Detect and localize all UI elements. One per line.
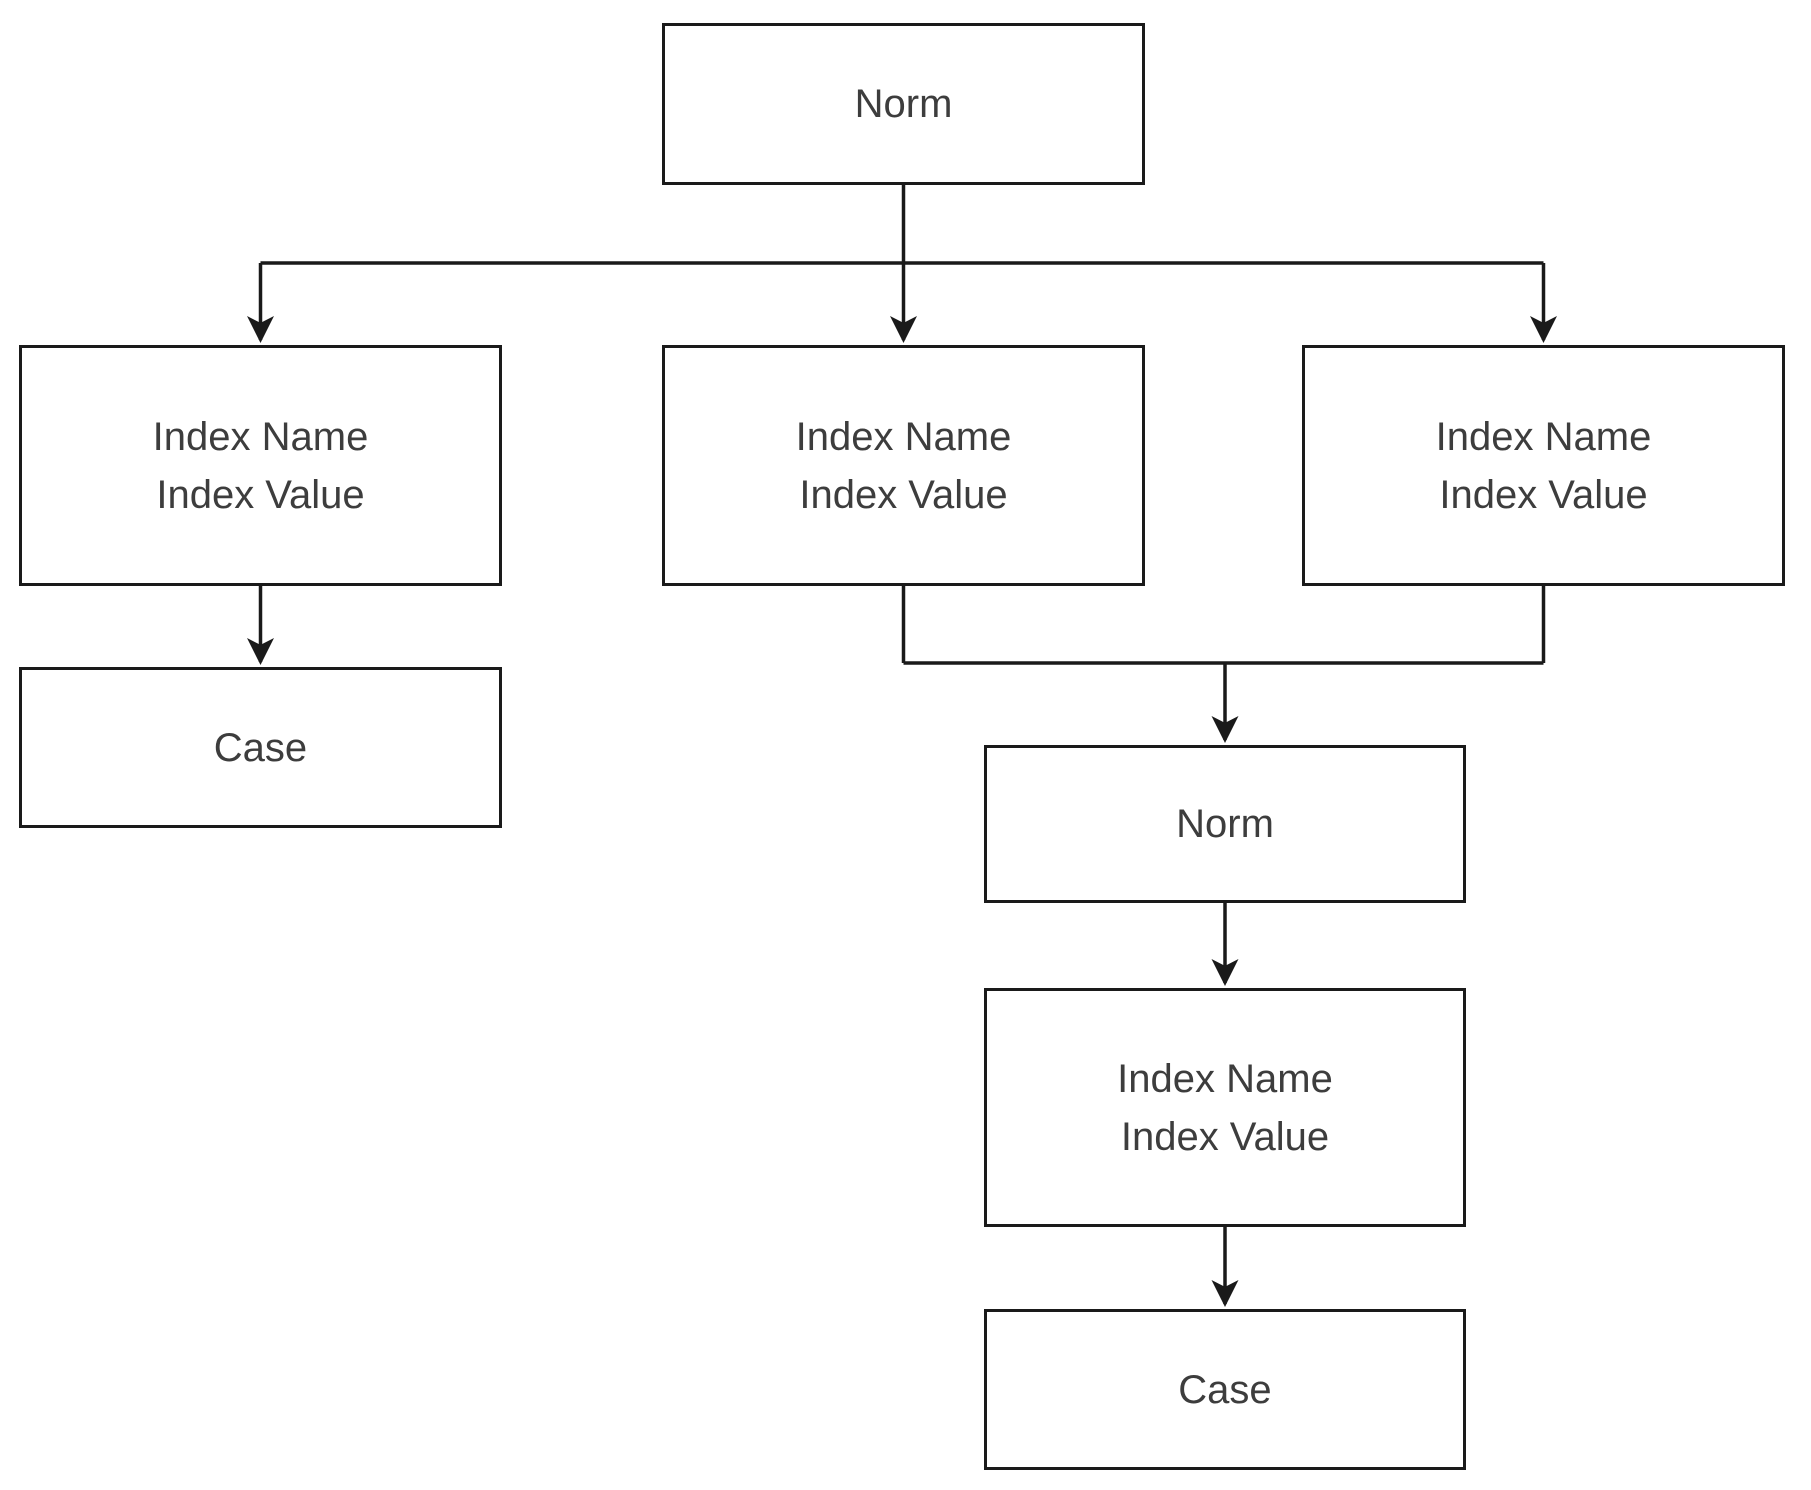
node-label-line2: Index Value xyxy=(1439,472,1648,517)
node-label: Case xyxy=(1178,1367,1272,1412)
node-label: Norm xyxy=(1176,802,1274,846)
node-norm-top: Norm xyxy=(662,23,1145,185)
node-index-left: Index Name Index Value xyxy=(19,345,502,586)
node-norm-lower: Norm xyxy=(984,745,1466,903)
node-case-left: Case xyxy=(19,667,502,828)
node-index-right: Index Name Index Value xyxy=(1302,345,1785,586)
node-label-line2: Index Value xyxy=(799,472,1008,517)
node-label: Norm xyxy=(854,82,953,126)
node-index-bottom: Index Name Index Value xyxy=(984,988,1466,1227)
node-label: Case xyxy=(213,725,308,770)
node-label-line2: Index Value xyxy=(156,472,365,517)
node-index-middle: Index Name Index Value xyxy=(662,345,1145,586)
node-case-bottom: Case xyxy=(984,1309,1466,1470)
node-label-line1: Index Name xyxy=(152,414,369,459)
node-label-line2: Index Value xyxy=(1120,1114,1330,1159)
node-label-line1: Index Name xyxy=(795,414,1012,459)
node-label-line1: Index Name xyxy=(1435,414,1652,459)
node-label-line1: Index Name xyxy=(1117,1056,1333,1101)
